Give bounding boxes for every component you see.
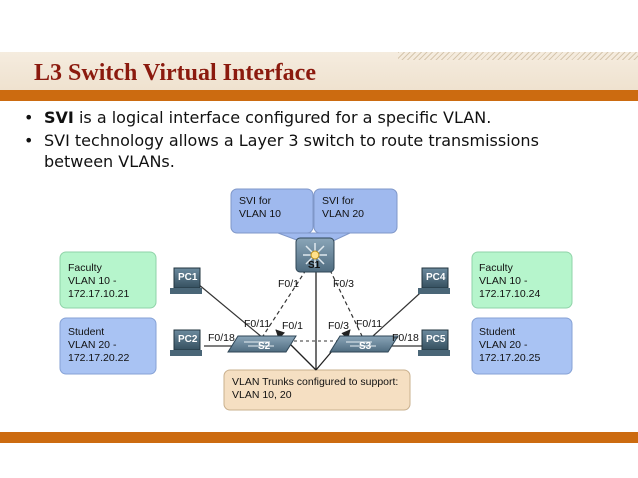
title-bar: L3 Switch Virtual Interface	[0, 52, 638, 90]
port-s3-left: F0/3	[328, 320, 350, 332]
student-left-line2: VLAN 20 -	[68, 339, 117, 351]
link-pc1-s3	[197, 283, 264, 339]
device-s3-name: S3	[359, 341, 372, 352]
switch-s3-icon	[329, 335, 399, 353]
svi-vlan10-line2: VLAN 10	[239, 208, 282, 220]
bullet-text: SVI technology allows a Layer 3 switch t…	[44, 131, 539, 150]
student-left-label: Student VLAN 20 - 172.17.20.22	[68, 326, 129, 365]
student-right-line1: Student	[479, 326, 516, 338]
bullet-term: SVI	[44, 108, 74, 127]
pc4-icon	[418, 267, 450, 294]
port-s2-right: F0/1	[282, 320, 304, 332]
faculty-right-line1: Faculty	[479, 262, 513, 274]
student-right-box	[471, 317, 573, 375]
pc1-icon	[170, 267, 202, 294]
svi-vlan10-label: SVI for VLAN 10	[239, 195, 281, 221]
link-s1-s3	[329, 269, 363, 337]
top-rule	[0, 90, 638, 101]
svi-vlan20-label: SVI for VLAN 20	[322, 195, 364, 221]
bullet-item: • SVI is a logical interface configured …	[16, 107, 626, 128]
svi-vlan10-box	[230, 188, 314, 234]
faculty-right-box	[471, 251, 573, 309]
svi-vlan20-line2: VLAN 20	[322, 208, 365, 220]
student-right-line3: 172.17.20.25	[479, 352, 541, 364]
faculty-right-label: Faculty VLAN 10 - 172.17.10.24	[479, 262, 540, 301]
faculty-left-line1: Faculty	[68, 262, 102, 274]
pc2-icon	[170, 329, 202, 356]
bullet-text: is a logical interface configured for a …	[73, 108, 492, 127]
device-pc2-name: PC2	[178, 334, 198, 345]
svi-vlan20-line1: SVI for	[322, 195, 355, 207]
trunk-box	[223, 369, 411, 411]
student-right-label: Student VLAN 20 - 172.17.20.25	[479, 326, 540, 365]
port-s1-right: F0/3	[333, 278, 355, 290]
faculty-left-box	[59, 251, 157, 309]
trunk-line1: VLAN Trunks configured to support:	[232, 376, 399, 388]
trunk-label: VLAN Trunks configured to support: VLAN …	[232, 376, 398, 402]
bottom-rule	[0, 432, 638, 443]
device-pc4-name: PC4	[426, 272, 446, 283]
port-s2-left: F0/18	[208, 332, 235, 344]
student-left-line3: 172.17.20.22	[68, 352, 130, 364]
decorative-hatch	[398, 52, 638, 60]
student-left-line1: Student	[68, 326, 105, 338]
bullet-dot: •	[24, 108, 34, 127]
faculty-left-line2: VLAN 10 -	[68, 275, 117, 287]
switch-s1-icon	[295, 237, 335, 273]
port-s2-up: F0/11	[244, 318, 271, 330]
faculty-left-label: Faculty VLAN 10 - 172.17.10.21	[68, 262, 129, 301]
bullet-dot: •	[24, 131, 34, 150]
bullet-item: • SVI technology allows a Layer 3 switch…	[16, 130, 626, 172]
bullet-list: • SVI is a logical interface configured …	[16, 107, 626, 174]
slide-title: L3 Switch Virtual Interface	[34, 60, 316, 86]
bullet-text: between VLANs.	[44, 152, 175, 171]
faculty-right-line3: 172.17.10.24	[479, 288, 541, 300]
student-right-line2: VLAN 20 -	[479, 339, 528, 351]
faculty-left-line3: 172.17.10.21	[68, 288, 130, 300]
device-pc1-name: PC1	[178, 272, 198, 283]
svi-vlan10-line1: SVI for	[239, 195, 272, 207]
trunk-line2: VLAN 10, 20	[232, 389, 292, 401]
pc5-icon	[418, 329, 450, 356]
switch-s2-icon	[227, 335, 297, 353]
port-s1-left: F0/1	[278, 278, 300, 290]
port-s3-right: F0/18	[392, 332, 419, 344]
device-s1-name: S1	[308, 260, 321, 271]
device-s2-name: S2	[258, 341, 271, 352]
svi-vlan20-box	[313, 188, 398, 234]
device-pc5-name: PC5	[426, 334, 446, 345]
student-left-box	[59, 317, 157, 375]
port-s3-up: F0/11	[356, 318, 383, 330]
network-diagram: SVI for VLAN 10 SVI for VLAN 20 Faculty …	[58, 186, 578, 414]
link-s1-s2	[262, 269, 307, 337]
faculty-right-line2: VLAN 10 -	[479, 275, 528, 287]
diagram-graphics	[59, 188, 573, 411]
